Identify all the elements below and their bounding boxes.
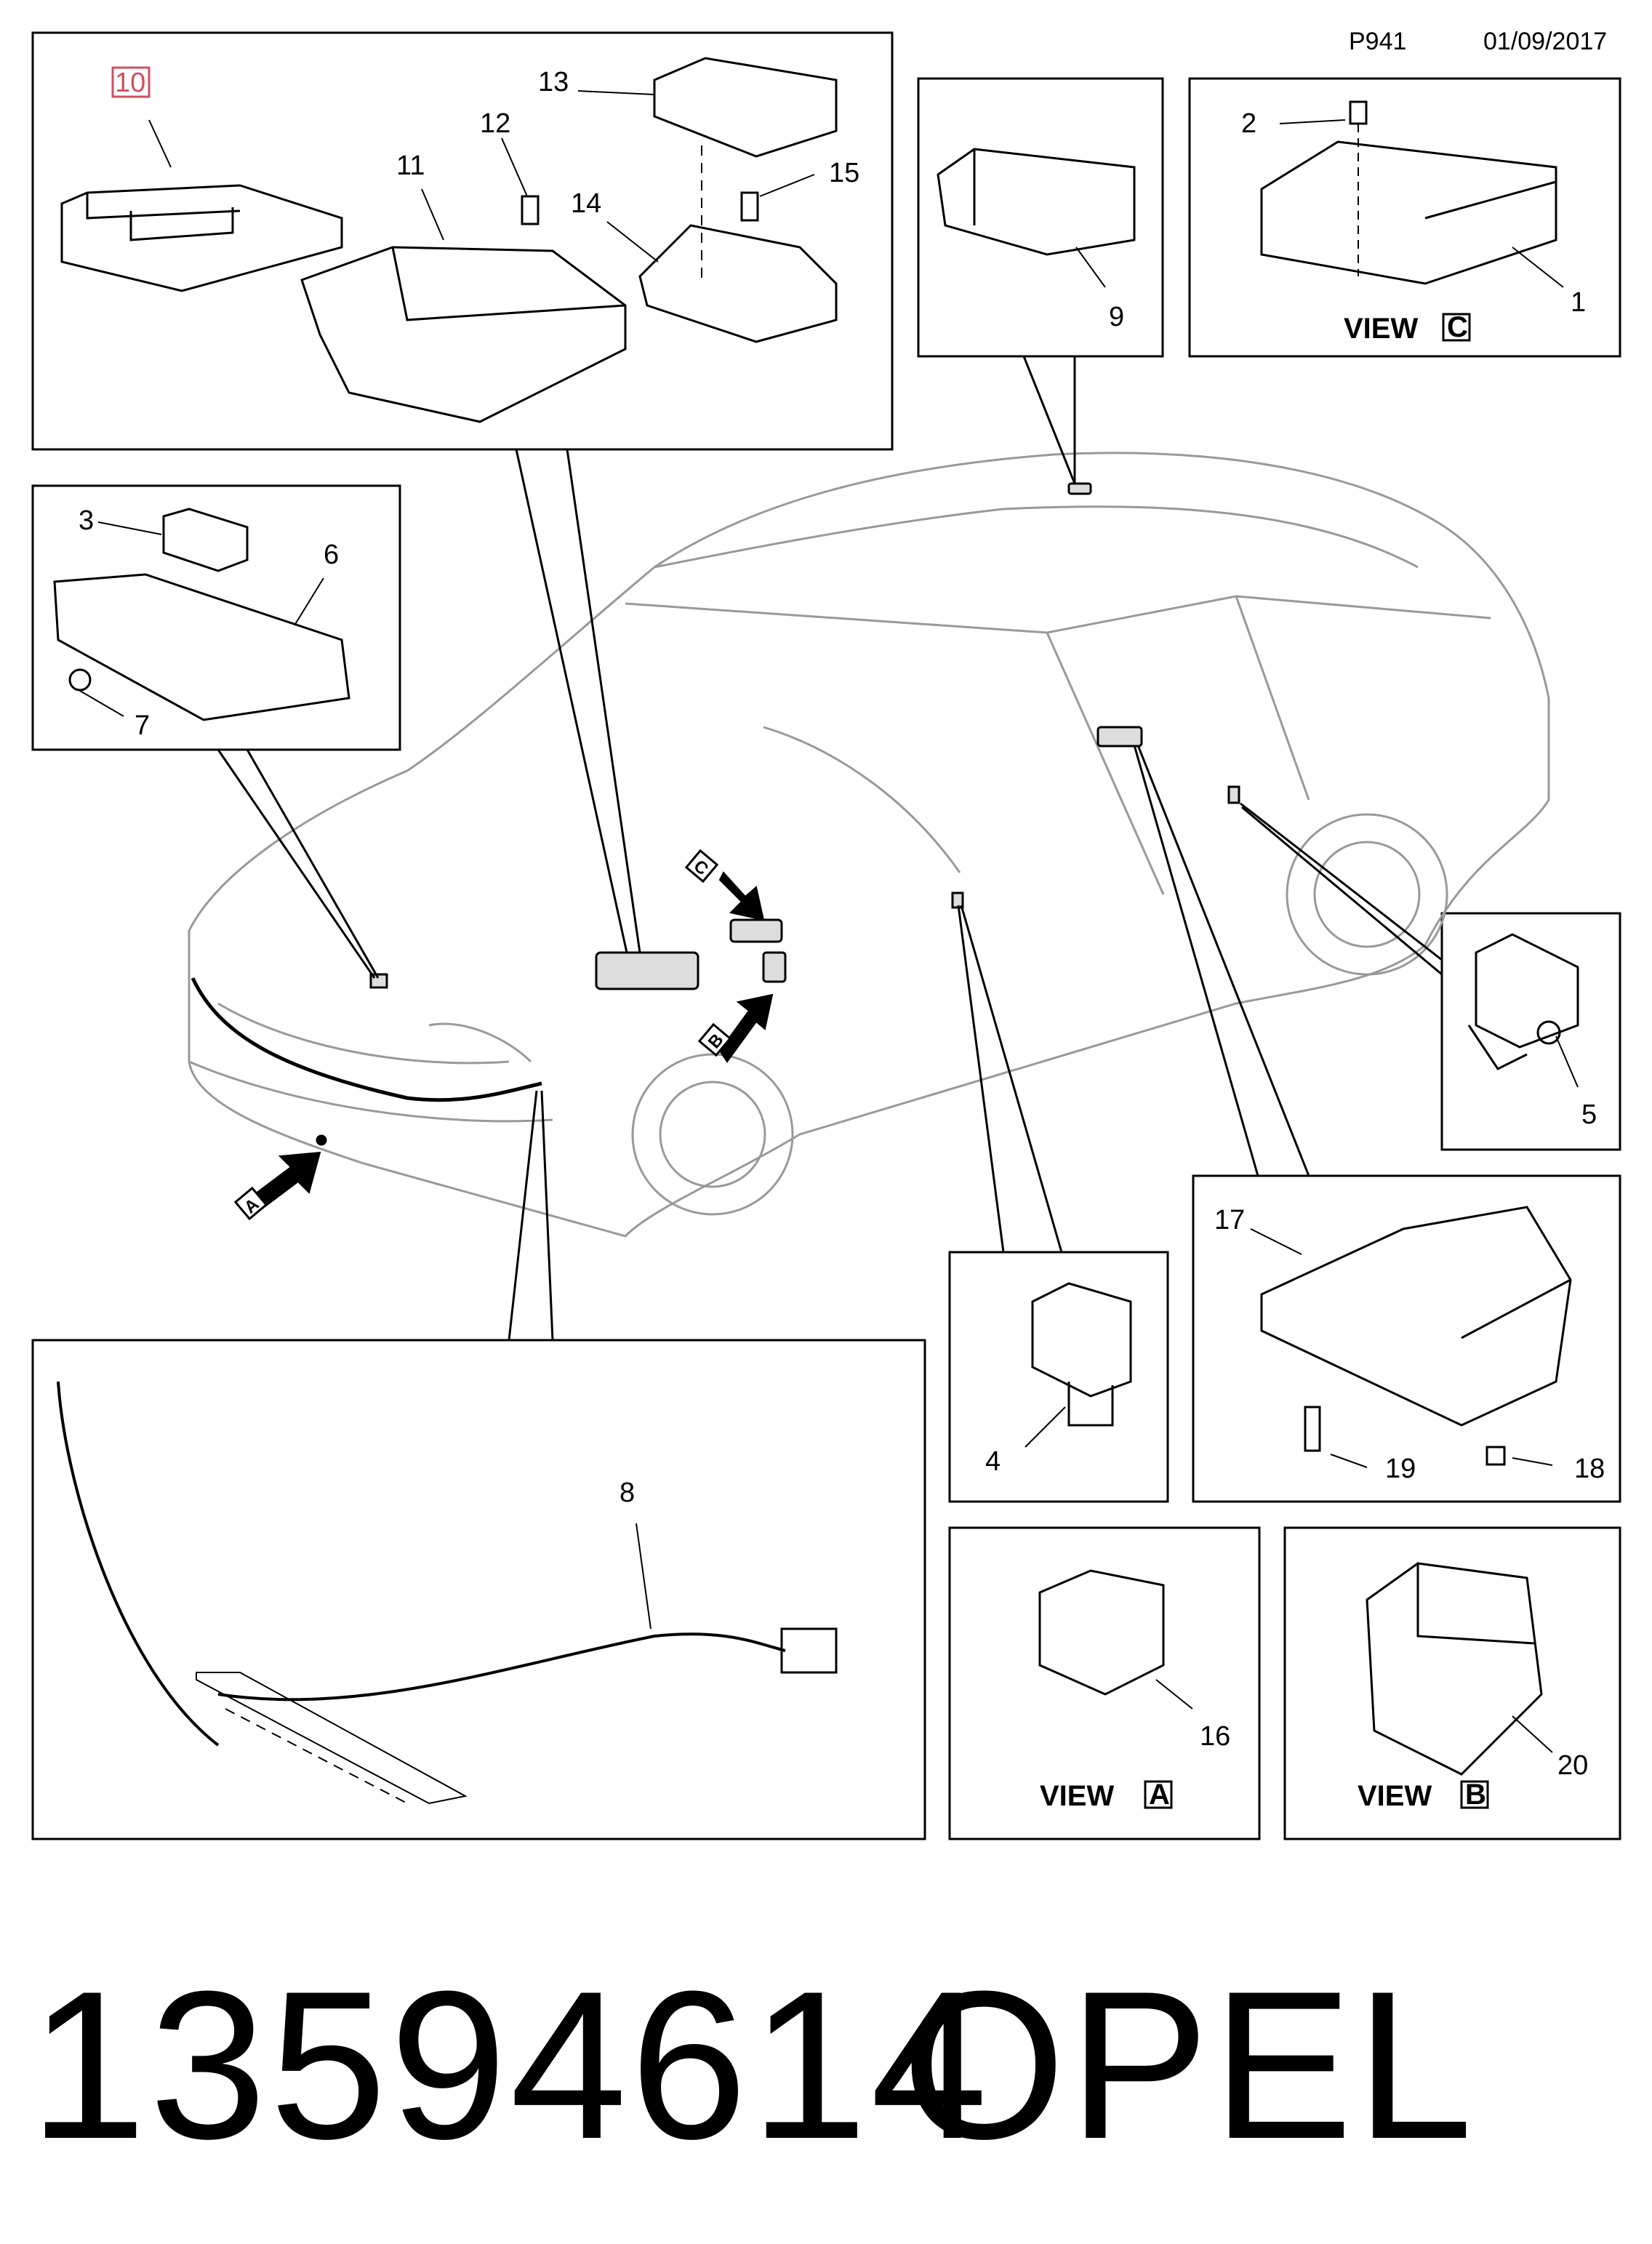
panel-view-c-frame [1188, 77, 1621, 358]
part-8-wire-sleeve [196, 1672, 468, 1805]
view-c-letter: C [1447, 311, 1468, 343]
callout-5: 5 [1581, 1099, 1597, 1130]
view-c-letter-box [1442, 313, 1471, 342]
panel-9-frame [917, 77, 1164, 358]
part-18-nut [1485, 1446, 1506, 1466]
part-1-module [1260, 140, 1557, 285]
part-3-sensor [162, 508, 249, 572]
callout-7: 7 [135, 710, 150, 741]
part-number: 13594614 [29, 1947, 991, 2183]
callout-1: 1 [1571, 287, 1586, 318]
callout-15: 15 [829, 158, 859, 188]
footer: 13594614 OPEL [29, 1956, 1629, 2174]
part-20-module [1366, 1562, 1543, 1776]
parts-diagram: A B C [31, 31, 1621, 1840]
panel-17-frame [1192, 1174, 1621, 1503]
callout-20: 20 [1557, 1750, 1588, 1781]
callout-6: 6 [324, 540, 339, 570]
panel-4-frame [948, 1251, 1169, 1503]
view-a-letter: A [1149, 1779, 1170, 1811]
part-7-bolt [68, 668, 92, 692]
view-a-word: VIEW [1040, 1780, 1114, 1812]
view-arrows [246, 871, 774, 1216]
callout-19: 19 [1385, 1454, 1416, 1484]
part-14-bracket [638, 224, 838, 343]
part-13-module [653, 57, 838, 158]
header-code: P941 [1349, 28, 1407, 55]
callout-leaders-top [148, 90, 815, 263]
part-8-harness [57, 1381, 786, 1747]
fasteners-12-15 [521, 191, 759, 225]
car-modules [316, 482, 1240, 1146]
harness-bumper [191, 977, 542, 1102]
panel-view-b-frame [1283, 1526, 1621, 1840]
part-2-nut [1349, 100, 1368, 125]
callout-16: 16 [1200, 1721, 1230, 1752]
callout-2: 2 [1241, 108, 1256, 139]
view-b-letter-box [1460, 1780, 1489, 1809]
part-5-sensor [1467, 933, 1579, 1070]
callout-13: 13 [538, 67, 569, 97]
callout-8: 8 [620, 1478, 635, 1508]
view-c-word: VIEW [1344, 313, 1418, 345]
part-10-module [60, 184, 343, 292]
part-4-sensor [1031, 1282, 1132, 1427]
header-date: 01/09/2017 [1483, 28, 1608, 55]
brand-name: OPEL [902, 1947, 1476, 2183]
part-6-bracket [53, 573, 350, 721]
part-8-connector [780, 1627, 838, 1674]
vehicle-outline [188, 452, 1550, 1238]
panel-view-a-frame [948, 1526, 1261, 1840]
part-19-bolt [1304, 1406, 1321, 1452]
panel-8-frame [31, 1339, 926, 1840]
callout-17: 17 [1214, 1205, 1245, 1235]
callout-4: 4 [985, 1446, 1001, 1477]
callout-9: 9 [1109, 302, 1124, 332]
part-11-bracket [300, 246, 627, 423]
part-16-sensor [1038, 1569, 1165, 1696]
panel-top-left-frame [31, 31, 894, 451]
panel-3-6-7-frame [31, 484, 401, 751]
callout-11: 11 [396, 151, 425, 181]
part-17-module [1260, 1206, 1572, 1427]
callout-14: 14 [571, 188, 601, 219]
view-a-letter-box [1144, 1780, 1173, 1809]
panel-5-frame [1440, 912, 1621, 1151]
view-b-letter: B [1465, 1779, 1486, 1811]
callout-18: 18 [1574, 1454, 1605, 1484]
view-arrow-letter-boxes [233, 849, 732, 1221]
highlight-box-10 [111, 66, 151, 98]
part-9-connector [937, 148, 1136, 256]
callout-3: 3 [79, 505, 94, 536]
view-b-word: VIEW [1358, 1780, 1432, 1812]
callout-10: 10 [115, 68, 145, 98]
callout-12: 12 [480, 108, 510, 139]
leader-lines [217, 356, 1443, 1341]
